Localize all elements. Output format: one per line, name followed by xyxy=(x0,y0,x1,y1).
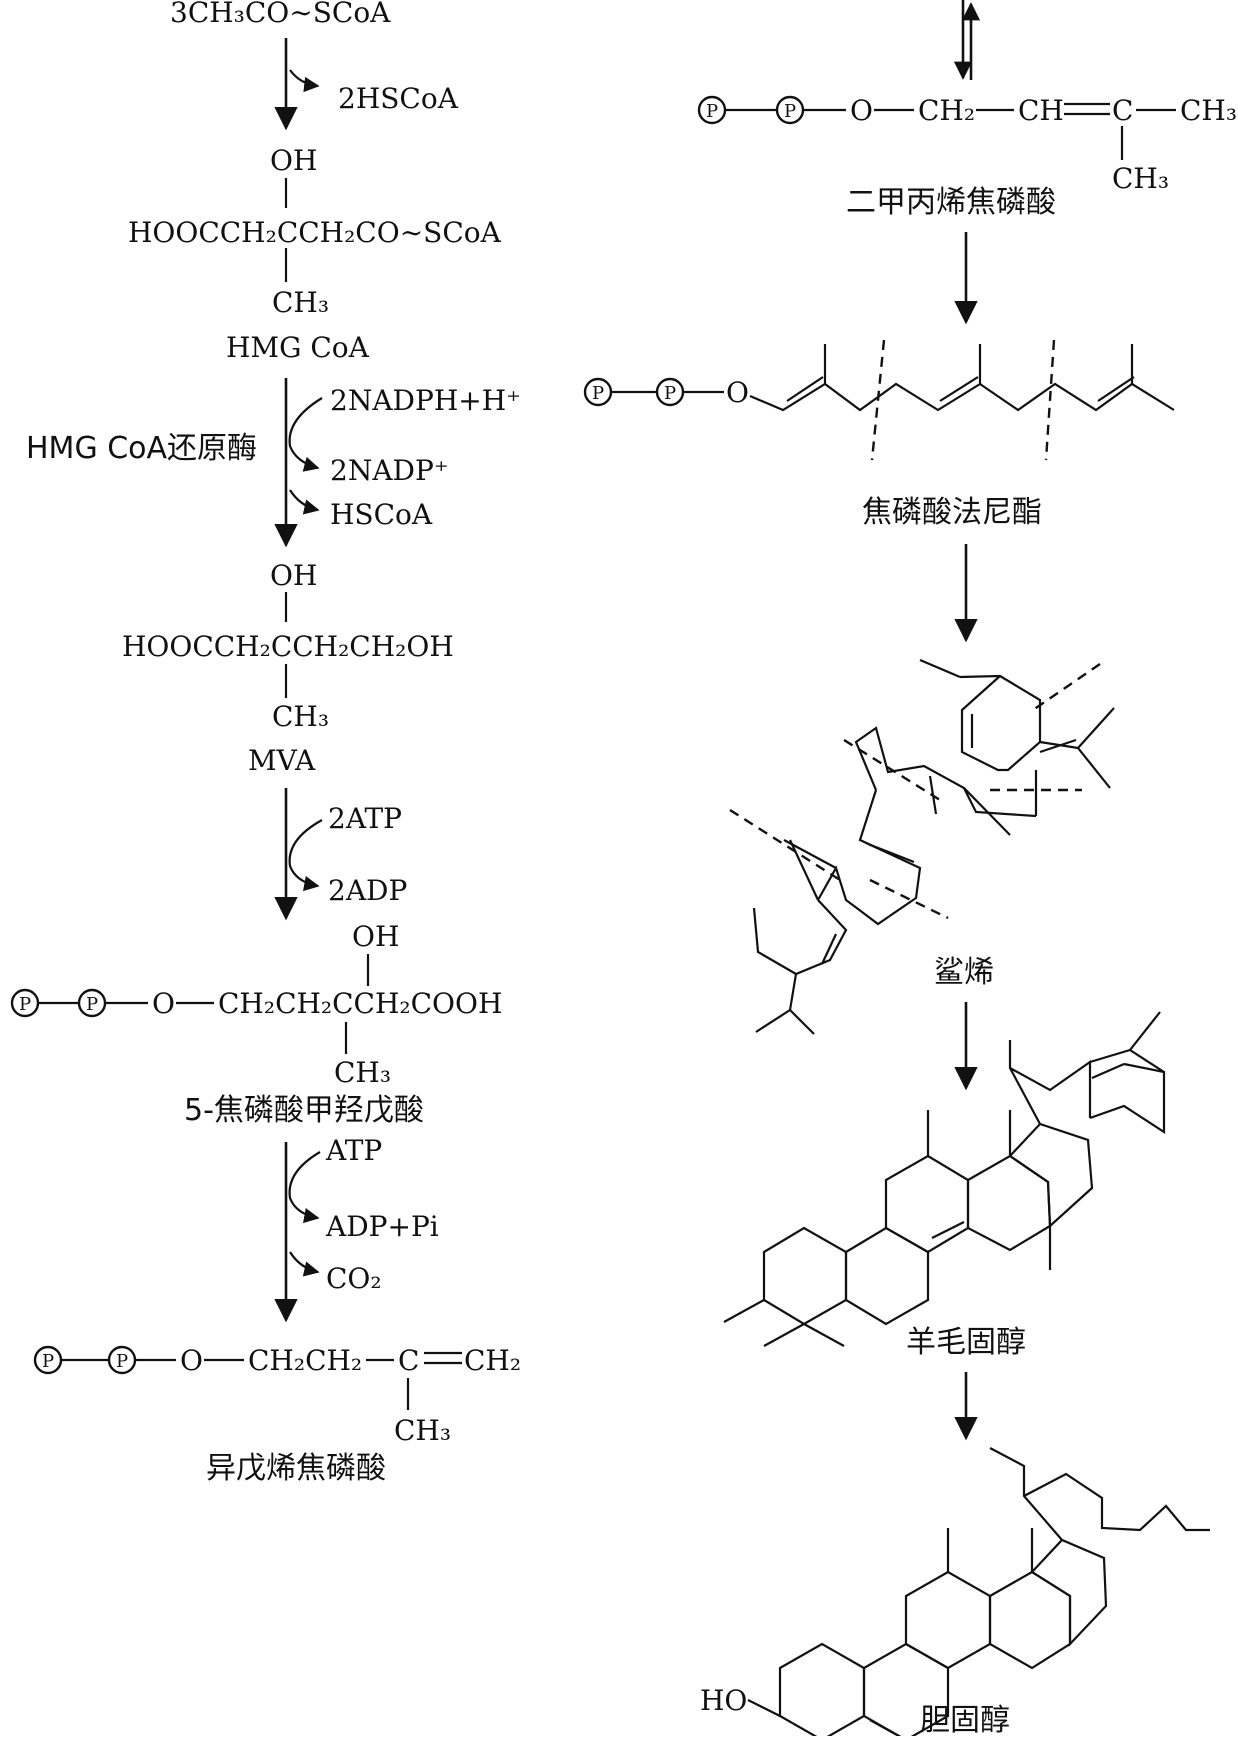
hscoa-release-label-1: 2HSCoA xyxy=(338,82,459,115)
pp-mva-main-formula: CH₂CH₂CCH₂COOH xyxy=(218,987,502,1020)
hmg-coa-structure: OH HOOCCH₂CCH₂CO∼SCoA CH₃ xyxy=(128,144,502,319)
hmg-ch3: CH₃ xyxy=(272,286,329,319)
phosphate-letter-6: P xyxy=(784,101,796,122)
cholesterol-structure: HO xyxy=(700,1447,1210,1740)
cholesterol-name: 胆固醇 xyxy=(920,1703,1010,1736)
dmapp-oxygen: O xyxy=(850,94,873,127)
side-arrow-nadph xyxy=(288,397,323,472)
phosphate-letter-8: P xyxy=(664,383,676,404)
side-arrow-co2 xyxy=(289,1251,320,1277)
acetyl-coa-label: 3CH₃CO∼SCoA xyxy=(170,0,391,29)
mva-name: MVA xyxy=(248,744,316,777)
ester-oxygen: O xyxy=(152,987,175,1020)
ipp-ch3: CH₃ xyxy=(394,1414,451,1447)
hmg-oh: OH xyxy=(270,144,317,177)
hmg-main-formula: HOOCCH₂CCH₂CO∼SCoA xyxy=(128,216,502,249)
dmapp-ch3-down: CH₃ xyxy=(1112,162,1169,195)
squalene-name: 鲨烯 xyxy=(934,955,994,990)
pp-mva-oh: OH xyxy=(352,920,399,953)
dmapp-ch3-right: CH₃ xyxy=(1180,94,1237,127)
dmapp-ch: CH xyxy=(1018,94,1064,127)
side-arrow-atp xyxy=(288,819,323,892)
pp-mevalonate-structure: P P O OH CH₂CH₂CCH₂COOH CH₃ xyxy=(10,920,502,1089)
ipp-central-carbon: C xyxy=(398,1344,419,1377)
co2-output-label: CO₂ xyxy=(326,1262,382,1295)
pp-mva-name: 5-焦磷酸甲羟戊酸 xyxy=(184,1093,424,1128)
hmg-coa-reductase-label: HMG CoA还原酶 xyxy=(26,431,257,466)
fpp-name: 焦磷酸法尼酯 xyxy=(862,495,1042,530)
ipp-ester-oxygen: O xyxy=(180,1344,203,1377)
mva-main-formula: HOOCCH₂CCH₂CH₂OH xyxy=(122,630,454,663)
fpp-oxygen: O xyxy=(726,376,749,409)
lanosterol-structure xyxy=(723,1011,1166,1347)
ipp-name: 异戊烯焦磷酸 xyxy=(206,1451,386,1486)
dmapp-ch2: CH₂ xyxy=(918,94,975,127)
phosphate-letter-4: P xyxy=(116,1351,128,1372)
adp-pi-output-label: ADP+Pi xyxy=(325,1210,439,1243)
squalene-structure xyxy=(729,658,1115,1035)
phosphate-letter-3: P xyxy=(42,1351,54,1372)
cholesterol-hydroxyl: HO xyxy=(700,1684,747,1717)
dmapp-c: C xyxy=(1112,94,1133,127)
phosphate-letter-7: P xyxy=(592,383,604,404)
mva-oh: OH xyxy=(270,559,317,592)
side-arrow-hscoa-1 xyxy=(289,69,320,93)
nadph-input-label: 2NADPH+H⁺ xyxy=(330,384,521,417)
phosphate-letter-1: P xyxy=(19,994,31,1015)
nadp-output-label: 2NADP⁺ xyxy=(330,454,449,487)
side-arrow-hscoa-2 xyxy=(289,489,320,515)
dmapp-structure: P P O CH₂ CH C CH₃ CH₃ xyxy=(697,94,1237,195)
mva-structure: OH HOOCCH₂CCH₂CH₂OH CH₃ xyxy=(122,559,454,733)
mva-ch3: CH₃ xyxy=(272,700,329,733)
fpp-structure: P P O xyxy=(583,339,1175,461)
atp-input-label: 2ATP xyxy=(328,802,402,835)
phosphate-letter-5: P xyxy=(706,101,718,122)
lanosterol-name: 羊毛固醇 xyxy=(906,1325,1026,1360)
atp-input-label-2: ATP xyxy=(325,1134,382,1167)
side-arrow-atp-2 xyxy=(288,1151,321,1224)
hmg-coa-name: HMG CoA xyxy=(226,331,370,364)
pp-mva-ch3: CH₃ xyxy=(334,1056,391,1089)
hscoa-release-label-2: HSCoA xyxy=(330,498,433,531)
adp-output-label: 2ADP xyxy=(328,874,407,907)
phosphate-letter-2: P xyxy=(86,994,98,1015)
dmapp-name: 二甲丙烯焦磷酸 xyxy=(846,185,1056,220)
ipp-ch2: CH₂ xyxy=(464,1344,521,1377)
ipp-structure: P P O CH₂CH₂ C CH₂ CH₃ xyxy=(33,1344,521,1447)
ipp-main-formula: CH₂CH₂ xyxy=(248,1344,362,1377)
